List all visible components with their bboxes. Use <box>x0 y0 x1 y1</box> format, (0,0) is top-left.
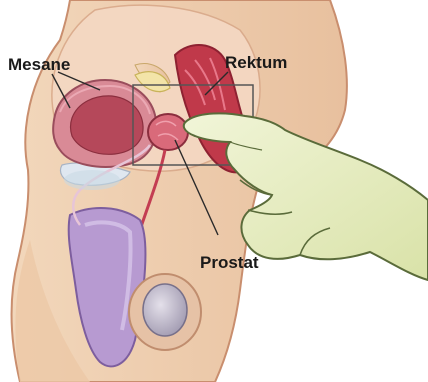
testis <box>143 284 187 336</box>
bladder-inner <box>71 96 144 154</box>
label-mesane: Mesane <box>8 55 70 74</box>
label-rektum: Rektum <box>225 53 287 72</box>
label-prostat: Prostat <box>200 253 259 272</box>
prostate <box>148 114 188 150</box>
pubic-area-fat <box>64 170 120 190</box>
